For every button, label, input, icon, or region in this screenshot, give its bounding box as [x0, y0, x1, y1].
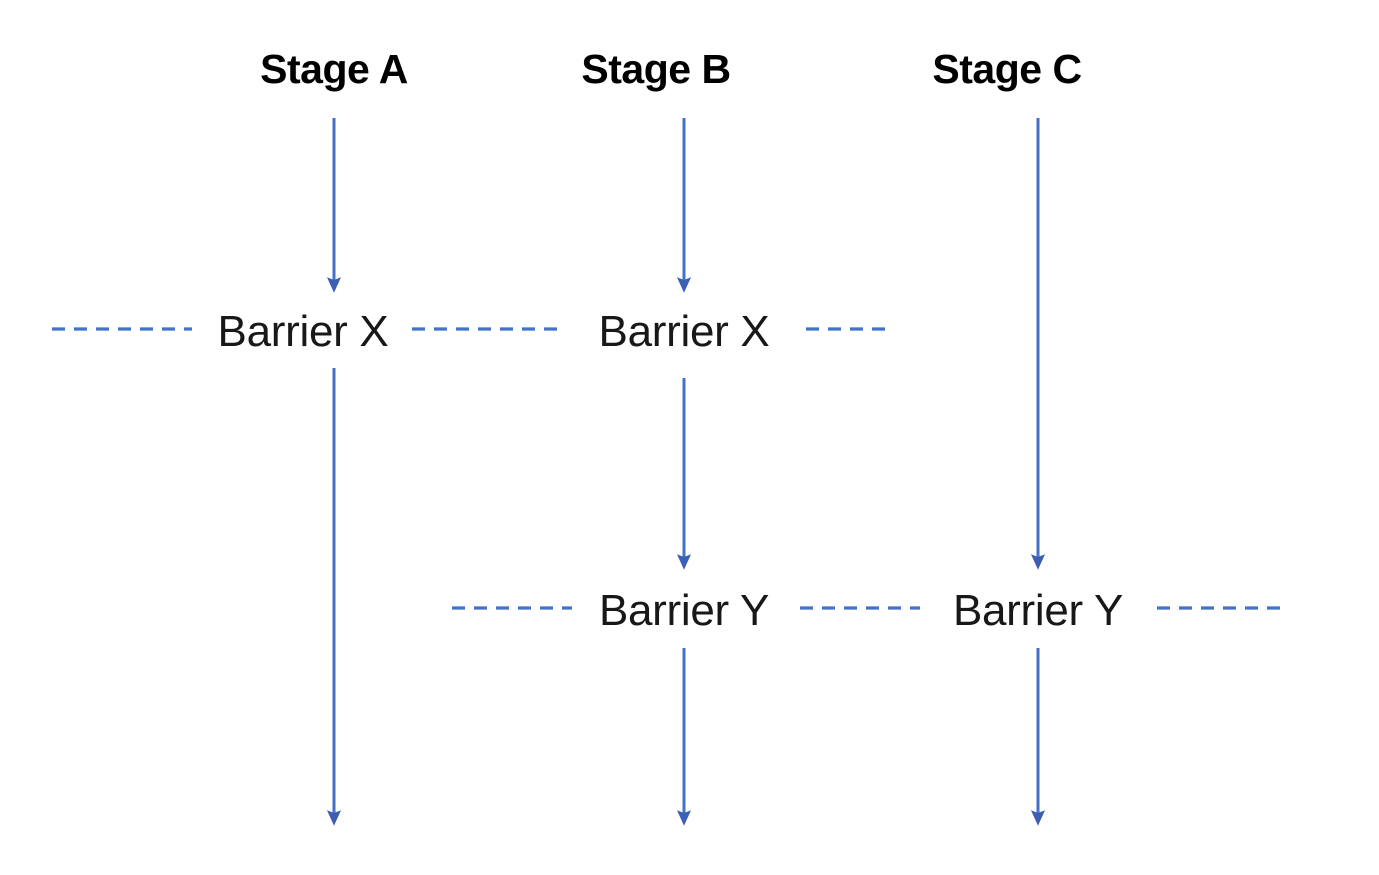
- node-barrier-x-stage-b: Barrier X: [598, 307, 770, 356]
- stage-header-b: Stage B: [581, 46, 731, 92]
- node-barrier-y-stage-b: Barrier Y: [598, 586, 770, 635]
- node-barrier-y-stage-c: Barrier Y: [952, 586, 1124, 635]
- stage-header-a: Stage A: [260, 46, 408, 92]
- node-barrier-x-stage-a: Barrier X: [217, 307, 389, 356]
- stage-header-c: Stage C: [932, 46, 1082, 92]
